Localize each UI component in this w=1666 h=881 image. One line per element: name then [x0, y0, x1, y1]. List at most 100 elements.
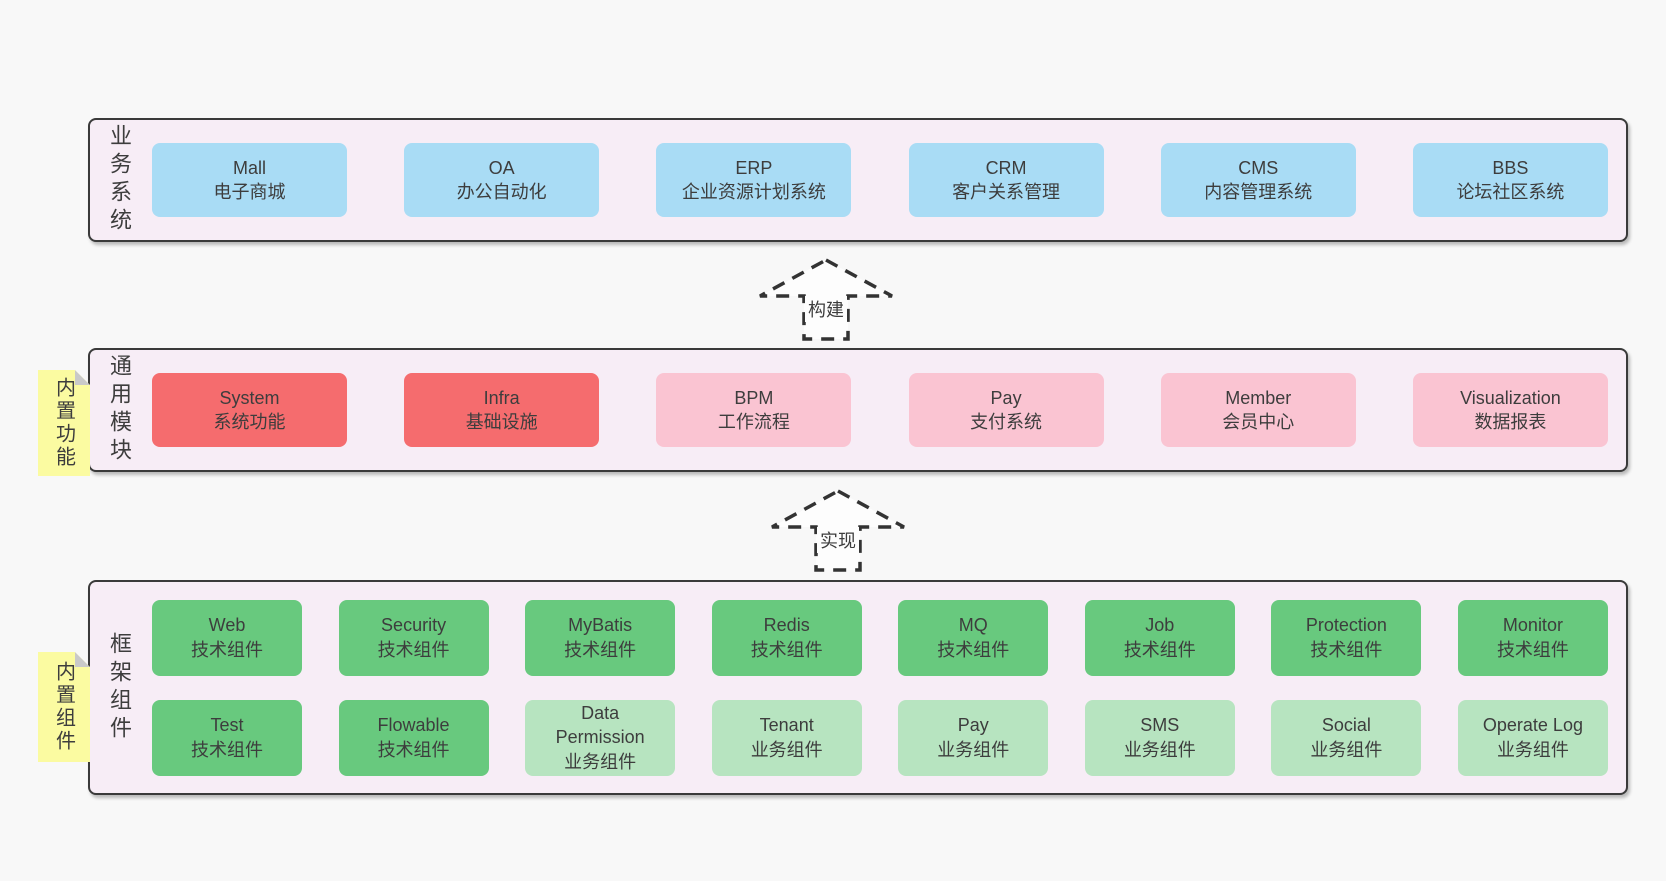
module-name: Mall: [232, 157, 266, 178]
module-subtitle: 办公自动化: [456, 182, 547, 202]
module-name: OA: [488, 157, 515, 178]
module-name: CRM: [985, 157, 1027, 178]
module-name: Monitor: [1502, 615, 1563, 636]
module-name: Operate Log: [1482, 715, 1583, 736]
module-name: Member: [1225, 387, 1292, 408]
module-name: Infra: [483, 387, 520, 408]
module-subtitle: 技术组件: [377, 639, 450, 660]
module-subtitle: 客户关系管理: [952, 182, 1061, 202]
sticky-tab-label: 内置功能: [52, 377, 75, 469]
module-subtitle: 技术组件: [750, 639, 823, 660]
module-box-system: System 系统功能: [152, 373, 347, 447]
module-subtitle: 技术组件: [1496, 639, 1569, 660]
module-box-visualization: Visualization 数据报表: [1412, 373, 1608, 447]
module-name: Test: [210, 715, 244, 736]
module-subtitle: 支付系统: [970, 412, 1043, 432]
module-name: BPM: [734, 387, 774, 408]
layer-label-framework: 框架组件: [107, 631, 132, 744]
module-subtitle: 技术组件: [1123, 639, 1196, 660]
module-name: Flowable: [377, 715, 450, 736]
module-name: SMS: [1140, 715, 1180, 736]
module-box-mybatis: MyBatis 技术组件: [525, 599, 676, 676]
module-box-operate-log: Operate Log 业务组件: [1457, 699, 1608, 776]
module-row: System 系统功能 Infra 基础设施 BPM 工作流程 Pay 支付系统 Member 会…: [152, 373, 1608, 447]
module-subtitle: 技术组件: [377, 739, 450, 760]
module-subtitle: 技术组件: [564, 639, 637, 660]
module-subtitle: 技术组件: [937, 639, 1010, 660]
module-box-mall: Mall 电子商城: [152, 143, 347, 217]
implement-arrow-label: 实现: [817, 527, 859, 553]
module-box-security: Security 技术组件: [338, 599, 489, 676]
module-box-data-permission: Data Permission 业务组件: [525, 699, 676, 776]
module-box-social: Social 业务组件: [1271, 699, 1422, 776]
module-subtitle: 数据报表: [1474, 412, 1547, 432]
module-name: Web: [208, 615, 246, 636]
layer-rows: System 系统功能 Infra 基础设施 BPM 工作流程 Pay 支付系统 Member 会…: [152, 350, 1608, 470]
sticky-tab-builtin-components: 内置组件: [38, 652, 90, 762]
module-box-job: Job 技术组件: [1084, 599, 1235, 676]
module-box-cms: CMS 内容管理系统: [1160, 143, 1356, 217]
module-subtitle: 业务组件: [1123, 739, 1196, 760]
module-name: MQ: [958, 615, 988, 636]
module-box-monitor: Monitor 技术组件: [1457, 599, 1608, 676]
module-name: Tenant: [759, 715, 814, 736]
sticky-tab-builtin-features: 内置功能: [38, 370, 90, 476]
module-subtitle: 会员中心: [1222, 412, 1295, 432]
module-subtitle: 技术组件: [1310, 639, 1383, 660]
module-name: Security: [381, 615, 447, 636]
module-subtitle: 企业资源计划系统: [681, 182, 826, 202]
module-name: System: [219, 387, 280, 408]
module-subtitle: 内容管理系统: [1204, 182, 1313, 202]
module-name: BBS: [1492, 157, 1529, 178]
layer-label-business: 业务系统: [107, 124, 132, 236]
module-subtitle: 业务组件: [937, 739, 1010, 760]
module-box-protection: Protection 技术组件: [1271, 599, 1422, 676]
module-name: MyBatis: [568, 615, 633, 636]
module-name: Pay: [990, 387, 1022, 408]
module-box-web: Web 技术组件: [152, 599, 302, 676]
module-subtitle: 业务组件: [1496, 739, 1569, 760]
module-box-mq: MQ 技术组件: [898, 599, 1049, 676]
module-subtitle: 业务组件: [750, 739, 823, 760]
module-subtitle: 基础设施: [465, 412, 538, 432]
module-subtitle: 工作流程: [717, 412, 790, 432]
module-box-tenant: Tenant 业务组件: [711, 699, 862, 776]
module-name: Visualization: [1460, 387, 1561, 408]
module-name: Data Permission: [555, 703, 645, 748]
sticky-tab-label: 内置组件: [52, 661, 75, 753]
build-arrow-label: 构建: [805, 296, 847, 322]
module-subtitle: 业务组件: [564, 751, 637, 772]
module-box-infra: Infra 基础设施: [404, 373, 600, 447]
module-subtitle: 系统功能: [213, 412, 286, 432]
build-arrow: 构建: [756, 256, 896, 342]
module-subtitle: 技术组件: [191, 639, 263, 660]
module-name: CMS: [1238, 157, 1279, 178]
module-box-pay: Pay 支付系统: [908, 373, 1104, 447]
module-subtitle: 业务组件: [1310, 739, 1383, 760]
module-name: Protection: [1305, 615, 1387, 636]
module-box-flowable: Flowable 技术组件: [338, 699, 489, 776]
module-name: Redis: [763, 615, 810, 636]
implement-arrow: 实现: [768, 487, 908, 573]
module-name: Job: [1145, 615, 1175, 636]
module-box-bbs: BBS 论坛社区系统: [1412, 143, 1608, 217]
module-box-redis: Redis 技术组件: [711, 599, 862, 676]
module-subtitle: 论坛社区系统: [1456, 182, 1565, 202]
module-box-crm: CRM 客户关系管理: [908, 143, 1104, 217]
module-name: Pay: [957, 715, 989, 736]
module-box-bpm: BPM 工作流程: [656, 373, 852, 447]
layer-label-modules: 通用模块: [107, 354, 132, 466]
module-subtitle: 电子商城: [213, 182, 286, 202]
module-name: Social: [1321, 715, 1371, 736]
